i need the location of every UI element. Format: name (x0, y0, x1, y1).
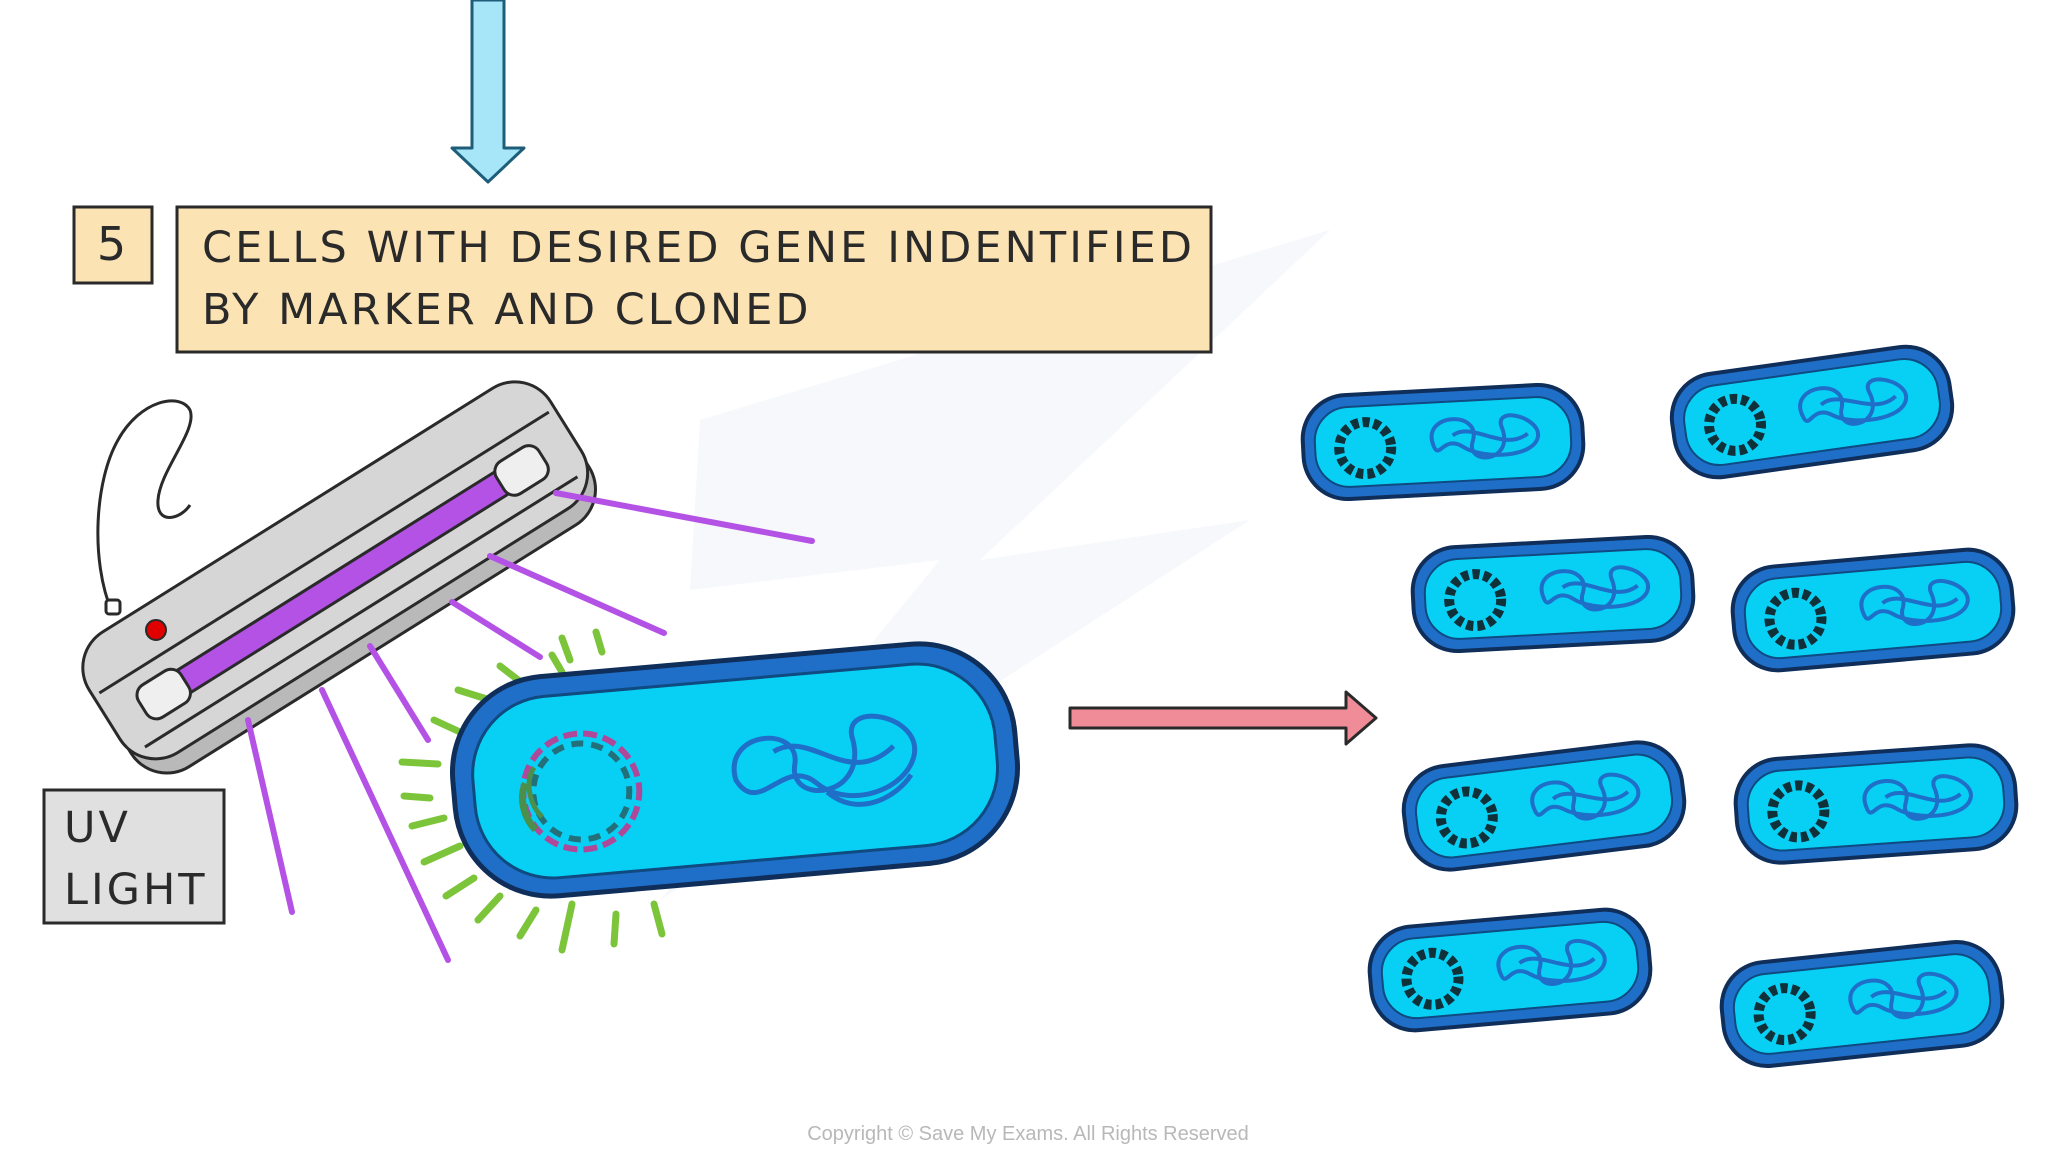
uv-light-label-box: UV LIGHT (42, 788, 226, 925)
step-description-box: CELLS WITH DESIRED GENE INDENTIFIED BY M… (175, 205, 1213, 354)
cloned-cell (1729, 546, 2017, 674)
glow-lines (398, 628, 666, 954)
chromosome-icon (731, 713, 917, 807)
cloned-cell (1666, 341, 1958, 483)
indicator-light (145, 619, 167, 641)
uv-rays (245, 490, 815, 963)
step-description-line1: CELLS WITH DESIRED GENE INDENTIFIED (202, 223, 1195, 273)
cloned-cell (1410, 535, 1695, 654)
copyright-text: Copyright © Save My Exams. All Rights Re… (807, 1123, 1249, 1145)
step-description-line2: BY MARKER AND CLONED (202, 285, 812, 335)
cloned-cell (1717, 938, 2006, 1071)
step-number: 5 (97, 217, 129, 271)
uv-label-line2: LIGHT (64, 865, 208, 915)
bacterium-icon (449, 641, 1021, 899)
right-arrow (1068, 690, 1378, 746)
plasmid-icon (519, 730, 643, 853)
down-arrow (450, 0, 526, 184)
uv-lamp-icon (81, 380, 597, 775)
step-number-box: 5 (72, 205, 154, 285)
uv-label-line1: UV (64, 803, 131, 853)
cloned-cells (1300, 341, 2019, 1070)
cloned-cell (1399, 737, 1690, 874)
cloned-cell (1366, 906, 1654, 1034)
cloned-cell (1300, 383, 1585, 502)
cloned-cell (1733, 742, 2020, 865)
